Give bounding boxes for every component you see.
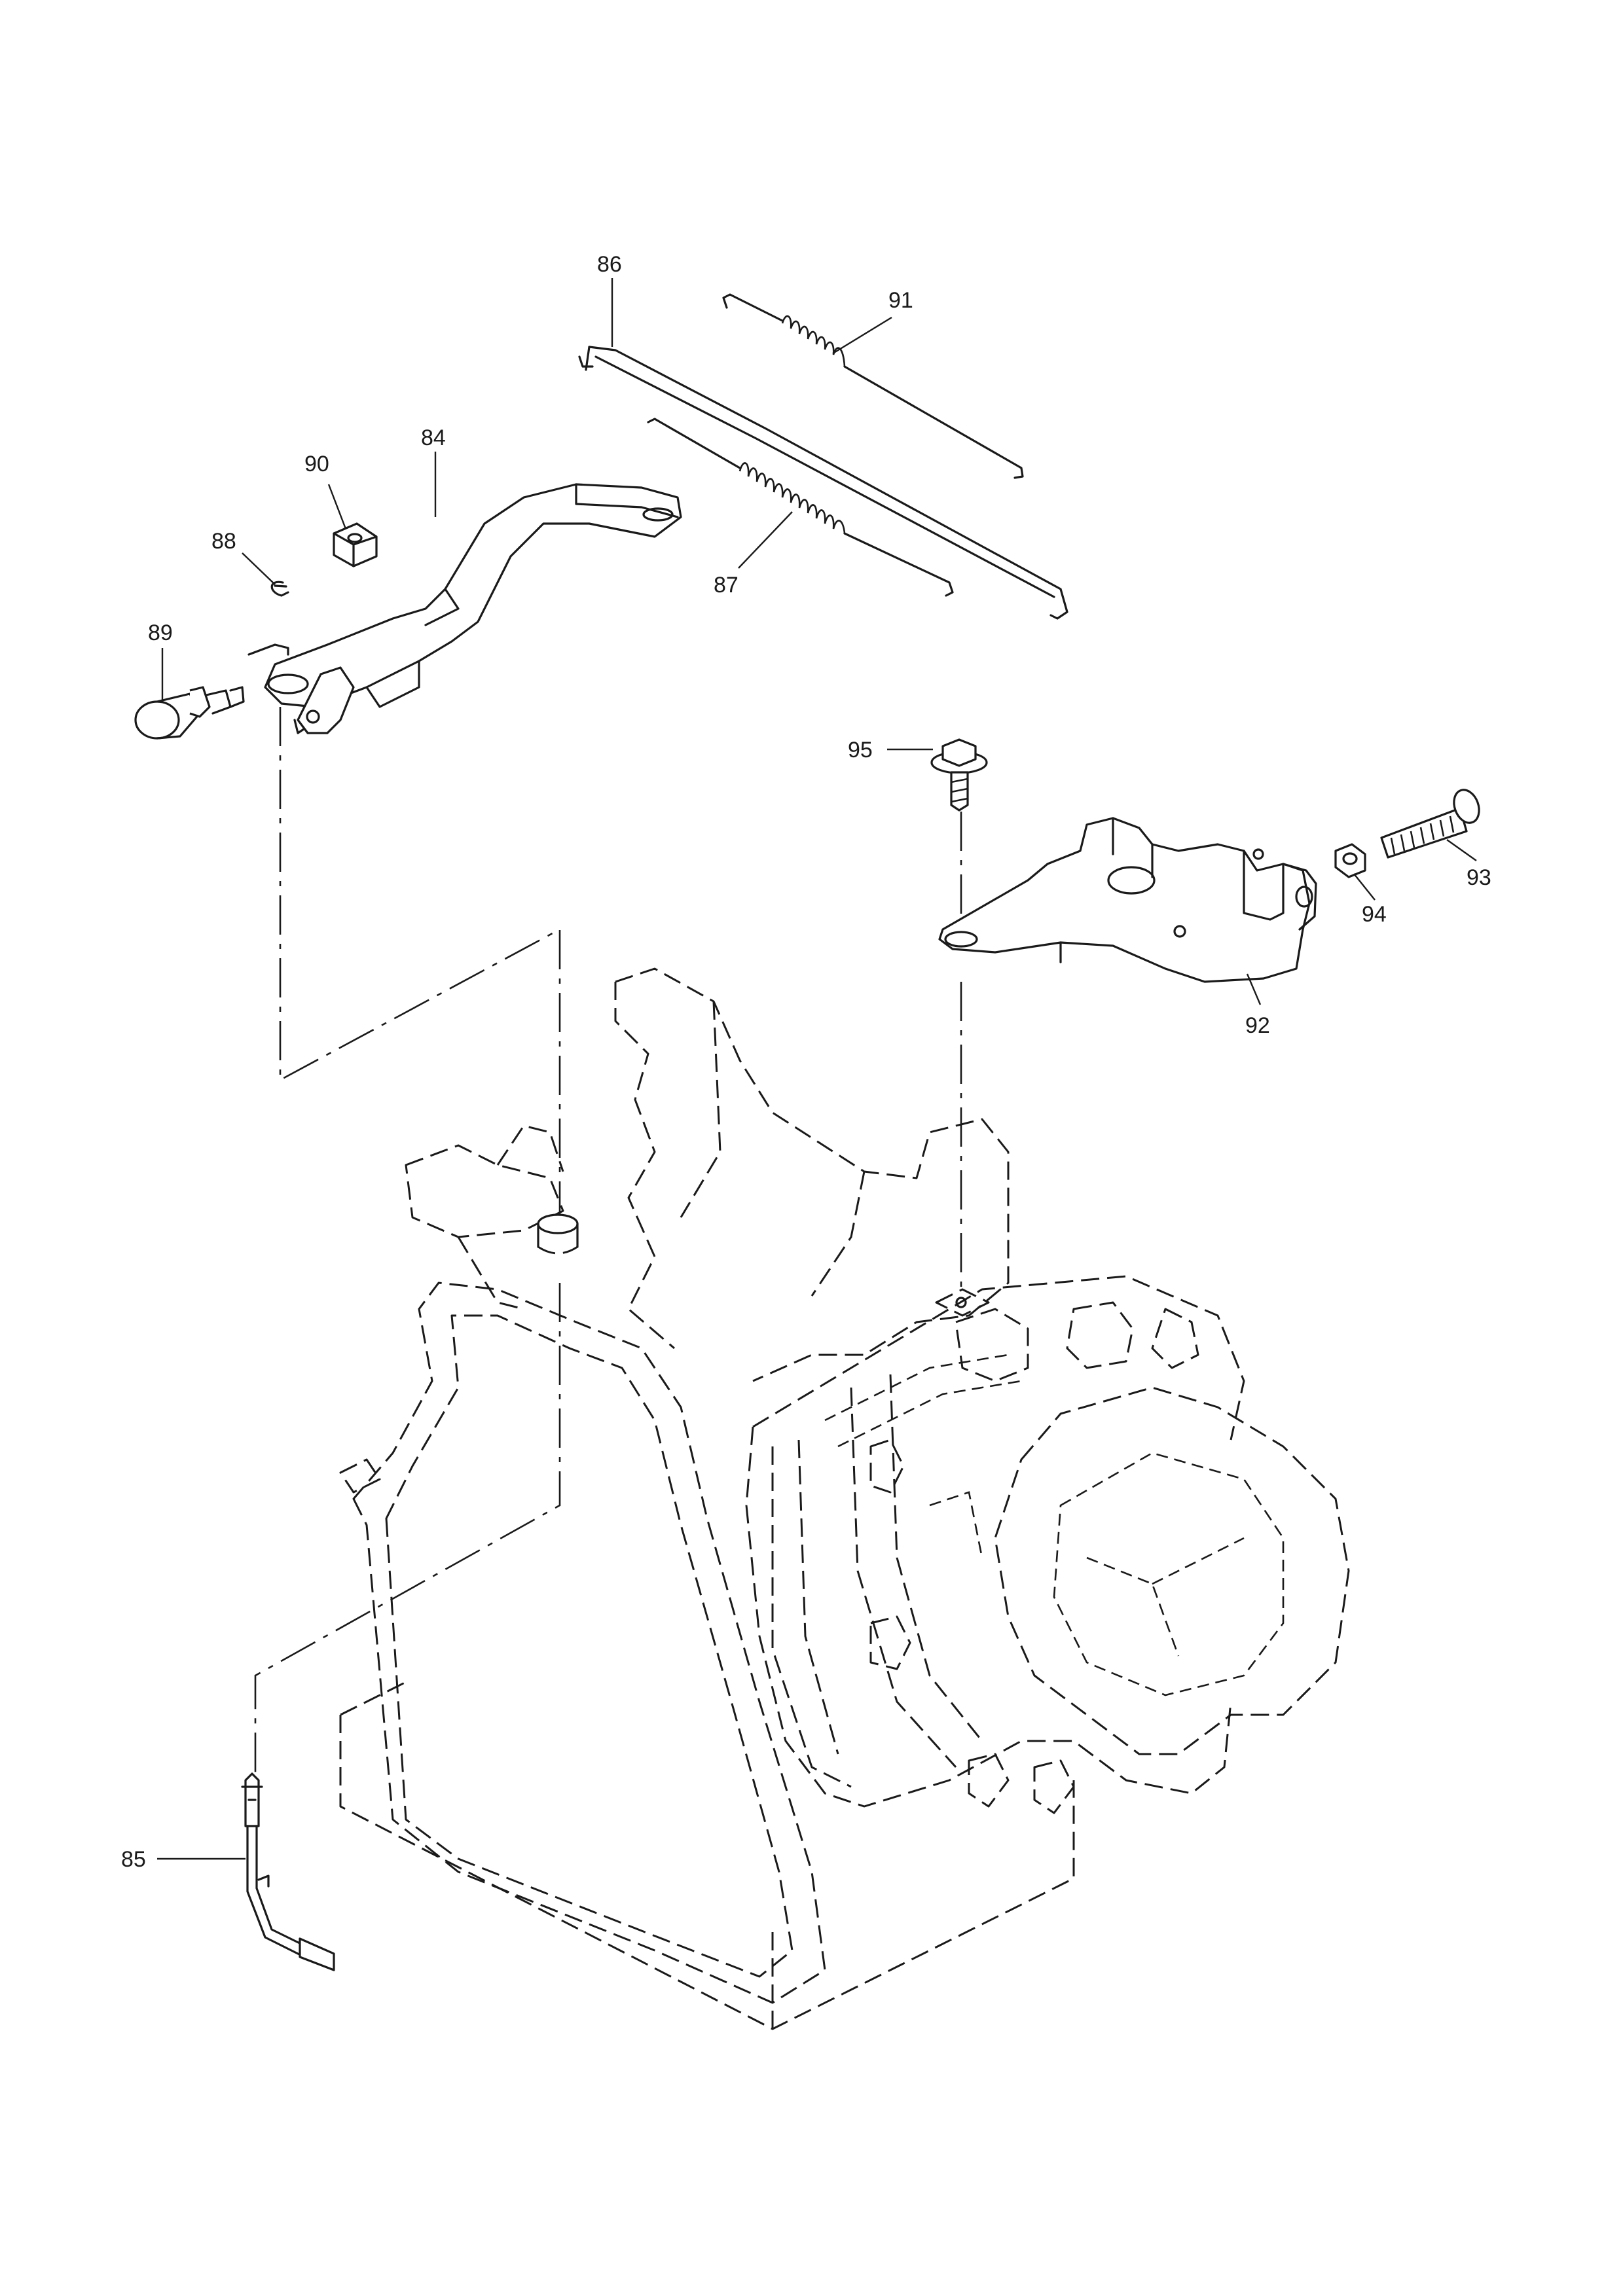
leader-91 bbox=[832, 316, 892, 355]
sensor-wire-85 bbox=[241, 1772, 335, 1971]
callout-84: 84 bbox=[421, 425, 446, 450]
leader-lines bbox=[157, 278, 1477, 1860]
governor-rod-86 bbox=[578, 346, 1068, 620]
callout-93: 93 bbox=[1467, 865, 1491, 890]
flange-bolt-95 bbox=[930, 738, 988, 812]
callout-86: 86 bbox=[597, 252, 622, 277]
mount-boss-top bbox=[537, 1213, 579, 1234]
engine-phantom-outline bbox=[339, 967, 1350, 2030]
callout-95: 95 bbox=[848, 738, 873, 762]
callout-91: 91 bbox=[888, 288, 913, 313]
return-spring-91 bbox=[722, 293, 1024, 479]
callout-94: 94 bbox=[1362, 902, 1387, 927]
leader-87 bbox=[738, 511, 793, 569]
screw-93 bbox=[1380, 789, 1480, 859]
leader-88 bbox=[242, 552, 276, 585]
leader-93 bbox=[1446, 839, 1477, 861]
square-nut-90 bbox=[333, 522, 378, 567]
callout-85: 85 bbox=[121, 1847, 146, 1872]
callout-labels: 84 85 86 87 88 89 90 91 92 93 94 95 bbox=[121, 252, 1491, 1872]
alignment-lines bbox=[254, 707, 962, 1780]
leader-92 bbox=[1246, 973, 1262, 1005]
callout-92: 92 bbox=[1245, 1013, 1270, 1038]
leader-90 bbox=[327, 484, 347, 529]
governor-spring-87 bbox=[647, 418, 954, 597]
pivot-bolt-89 bbox=[134, 686, 245, 740]
leader-94 bbox=[1353, 873, 1376, 901]
mount-boss-sides bbox=[537, 1223, 579, 1248]
nut-94 bbox=[1334, 843, 1366, 878]
callout-87: 87 bbox=[714, 573, 739, 598]
callout-90: 90 bbox=[304, 452, 329, 476]
callout-88: 88 bbox=[211, 529, 236, 554]
control-bracket-92 bbox=[938, 817, 1317, 983]
spring-coil-87 bbox=[739, 462, 846, 534]
callout-89: 89 bbox=[148, 620, 173, 645]
e-clip-88 bbox=[270, 581, 289, 597]
governor-arm-84 bbox=[247, 483, 682, 734]
